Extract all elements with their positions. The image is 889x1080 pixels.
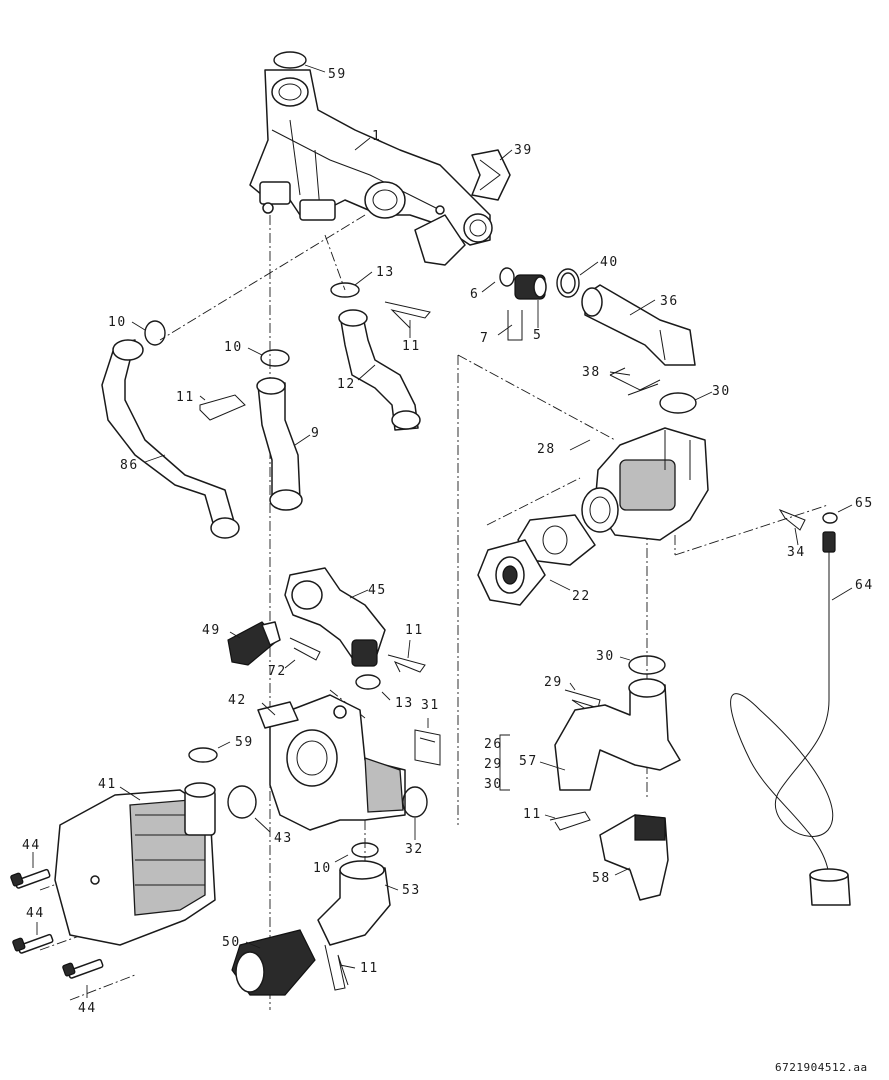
part-58-drain <box>599 814 669 901</box>
part-36-pipe <box>581 284 696 366</box>
callout-28: 28 <box>537 442 556 457</box>
callout-43: 43 <box>274 831 293 846</box>
part-22-actuator <box>477 514 596 606</box>
part-7-clip <box>507 310 523 341</box>
callout-30-middle: 30 <box>596 649 615 664</box>
callout-labels: 59 1 39 13 40 6 36 10 10 11 7 5 12 38 30… <box>22 67 874 1074</box>
callout-13-middle: 13 <box>395 696 414 711</box>
callout-39: 39 <box>514 143 533 158</box>
callout-26: 26 <box>484 737 503 752</box>
callout-30-group: 30 <box>484 777 503 792</box>
part-44-screws <box>10 868 104 979</box>
callout-30-upper: 30 <box>712 384 731 399</box>
callout-9: 9 <box>311 426 320 441</box>
part-11-clip-bottom <box>324 944 349 991</box>
part-30-ring-upper <box>659 392 697 414</box>
part-65-washer <box>822 512 838 524</box>
callout-40: 40 <box>600 255 619 270</box>
part-32-ring <box>402 786 428 818</box>
part-40-ring <box>556 268 580 298</box>
part-11-clip-right <box>549 811 591 831</box>
part-34-clip <box>778 508 806 531</box>
callout-59-lower: 59 <box>235 735 254 750</box>
part-50-valve <box>231 929 316 996</box>
callout-64: 64 <box>855 578 874 593</box>
part-1-manifold <box>249 69 493 266</box>
callout-44-bottom: 44 <box>78 1001 97 1016</box>
part-11-clip-upper <box>384 301 431 329</box>
part-72-clip <box>289 637 321 661</box>
callout-1: 1 <box>372 129 381 144</box>
callout-12: 12 <box>337 377 356 392</box>
part-10-ring-lower <box>351 842 379 858</box>
callout-7: 7 <box>480 331 489 346</box>
part-28-valve-body <box>581 427 709 541</box>
part-86-pipe <box>101 339 240 539</box>
assembly-lines <box>39 214 829 1010</box>
part-9-hose <box>256 377 303 511</box>
part-59-clip-top <box>273 51 307 69</box>
part-39-bracket <box>471 149 511 201</box>
callout-11-upper: 11 <box>402 339 421 354</box>
part-43-ring <box>227 785 257 819</box>
callout-36: 36 <box>660 294 679 309</box>
part-6-washer <box>499 267 515 287</box>
callout-34: 34 <box>787 545 806 560</box>
part-11-clip-center <box>387 654 426 673</box>
callout-11-bottom: 11 <box>360 961 379 976</box>
callout-10-lower: 10 <box>313 861 332 876</box>
callout-6: 6 <box>470 287 479 302</box>
callout-11-midleft: 11 <box>176 390 195 405</box>
part-53-elbow <box>317 860 391 946</box>
callout-31: 31 <box>421 698 440 713</box>
part-45-valve-block <box>284 567 386 667</box>
reference-code: 6721904512.aa <box>775 1061 868 1074</box>
callout-44-top: 44 <box>22 838 41 853</box>
callout-13-upper: 13 <box>376 265 395 280</box>
callout-58: 58 <box>592 871 611 886</box>
callout-59-top: 59 <box>328 67 347 82</box>
callout-49: 49 <box>202 623 221 638</box>
part-11-clip-midleft <box>199 394 246 421</box>
leader-lines <box>32 64 853 998</box>
part-41-pump <box>54 782 216 946</box>
callout-29-group: 29 <box>484 757 503 772</box>
callout-53: 53 <box>402 883 421 898</box>
callout-10-upper-center: 10 <box>224 340 243 355</box>
part-13-oring-middle <box>355 674 381 690</box>
callout-11-right: 11 <box>523 807 542 822</box>
callout-45: 45 <box>368 583 387 598</box>
callout-42: 42 <box>228 693 247 708</box>
callout-57: 57 <box>519 754 538 769</box>
part-31-clip <box>414 729 441 766</box>
callout-5: 5 <box>533 328 542 343</box>
part-64-sensor <box>730 531 851 906</box>
part-38-clip <box>609 367 661 396</box>
callout-38: 38 <box>582 365 601 380</box>
part-42-hydraulic-block <box>257 694 406 831</box>
callout-11-center: 11 <box>405 623 424 638</box>
callout-29-upper: 29 <box>544 675 563 690</box>
callout-10-upper-left: 10 <box>108 315 127 330</box>
callout-44-middle: 44 <box>26 906 45 921</box>
part-10-rings-upper <box>144 320 290 367</box>
part-30-ring-middle <box>628 655 666 675</box>
callout-86: 86 <box>120 458 139 473</box>
callout-22: 22 <box>572 589 591 604</box>
callout-50: 50 <box>222 935 241 950</box>
callout-41: 41 <box>98 777 117 792</box>
part-5-cartridge <box>514 274 547 300</box>
callout-65: 65 <box>855 496 874 511</box>
part-13-oring-upper <box>330 282 360 298</box>
callout-32: 32 <box>405 842 424 857</box>
part-12-hose <box>338 309 421 431</box>
callout-72: 72 <box>268 664 287 679</box>
part-59-clip-lower <box>188 747 218 763</box>
part-49-connector <box>227 621 281 666</box>
part-57-bypass <box>554 678 681 791</box>
